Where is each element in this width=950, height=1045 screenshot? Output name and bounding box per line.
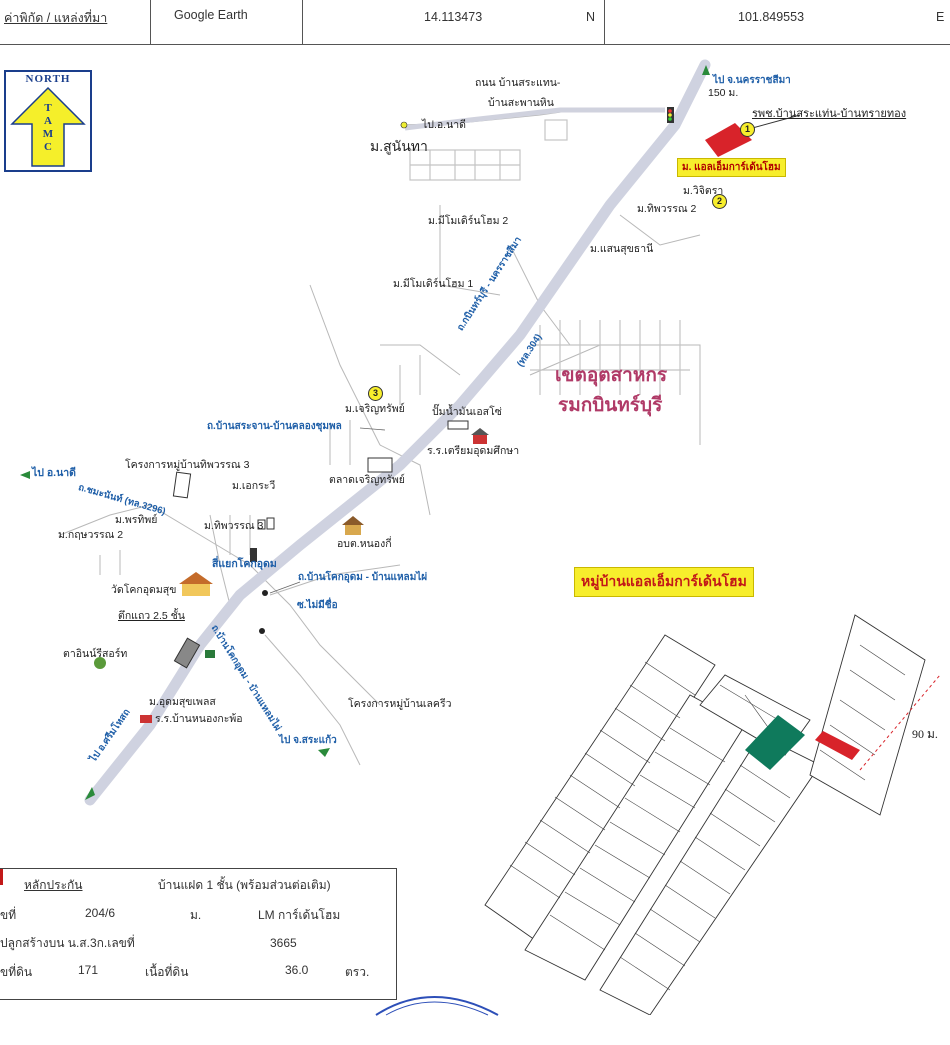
red-marker — [0, 869, 3, 885]
obt-icon — [342, 516, 364, 535]
latitude-value: 14.113473 — [424, 10, 483, 24]
coord-label-cell: ค่าพิกัด / แหล่งที่มา — [0, 0, 151, 44]
highway-304 — [84, 59, 711, 806]
label-hospital: รพช.บ้านสระแท่น-บ้านทรายทอง — [752, 108, 907, 120]
collateral-table: หลักประกัน บ้านแฝด 1 ชั้น (พร้อมส่วนต่อเ… — [0, 868, 397, 1000]
row3-label: ขที่ดิน — [0, 965, 33, 979]
label-village-thipwan2: ม.ทิพวรรณ 2 — [637, 203, 697, 215]
traffic-light-icon-2 — [250, 548, 257, 562]
label-road-kokudom: ถ.บ้านโคกอุดม - บ้านแหลมไผ่ — [298, 572, 428, 583]
label-village-sununtha: ม.สูนันทา — [370, 138, 428, 154]
label-village-charoensap: ม.เจริญทรัพย์ — [345, 403, 405, 415]
row3-value: 171 — [78, 963, 99, 977]
temple-icon — [179, 572, 213, 596]
row1-name: LM การ์เด้นโฮม — [258, 908, 341, 922]
source-value: Google Earth — [174, 8, 248, 22]
label-village-kunwan2: ม.กฤษวรรณ 2 — [58, 529, 124, 541]
coordinate-header: ค่าพิกัด / แหล่งที่มา Google Earth 14.11… — [0, 0, 950, 45]
label-village-modern1: ม.มีโมเดิร์นโฮม 1 — [393, 278, 474, 290]
label-to-na-di-left: ไป อ.นาดี — [32, 467, 76, 479]
project-label-box: ม. แอลเอ็มการ์เด้นโฮม — [677, 158, 786, 177]
row3-mid: เนื้อที่ดิน — [145, 965, 189, 979]
north-arrow-icon — [10, 86, 86, 167]
arrow-icon-southwest — [85, 787, 95, 800]
longitude-value: 101.849553 — [738, 10, 805, 24]
site-plan — [484, 614, 926, 1015]
north-letters: T A M C — [42, 102, 54, 153]
row1-label: ขที่ — [0, 908, 17, 922]
label-to-sakaeo: ไป จ.สระแก้ว — [279, 735, 337, 746]
site-plan-distance: 90 ม. — [912, 727, 938, 741]
marker-2: 2 — [712, 194, 727, 209]
label-village-ekkarawee: ม.เอกระวี — [232, 480, 276, 492]
longitude-dir: E — [936, 10, 945, 24]
resort-icon — [94, 657, 106, 669]
label-village-udomsuk: ม.อุดมสุขเพลส — [149, 696, 216, 708]
label-road-unnamed: ซ.ไม่มีชื่อ — [297, 600, 338, 611]
label-village-porntip: ม.พรทิพย์ — [115, 514, 158, 526]
label-to-nakhon-ratchasima: ไป จ.นครราชสีมา — [713, 75, 791, 86]
label-road-sakachan: ถ.บ้านสระจาน-บ้านคลองชุมพล — [207, 421, 342, 432]
label-junction: สี่แยกโคกอุดม — [212, 558, 277, 570]
label-village-modern2: ม.มีโมเดิร์นโฮม 2 — [428, 215, 509, 227]
arrow-icon-southeast — [318, 748, 330, 757]
marker-3: 3 — [368, 386, 383, 401]
industrial-zone-line-1: เขตอุตสาหกร — [555, 365, 668, 386]
label-school: ร.ร.เตรียมอุดมศึกษา — [427, 445, 520, 457]
plot-green — [745, 715, 805, 770]
label-road-north-1: ถนน บ้านสระแทน- — [475, 77, 561, 89]
longitude-cell: 101.849553 E — [604, 0, 950, 44]
collateral-title: หลักประกัน — [24, 878, 83, 892]
stamp-seal — [375, 996, 499, 1016]
collateral-desc: บ้านแฝด 1 ชั้น (พร้อมส่วนต่อเติม) — [158, 878, 331, 892]
row2-label: ปลูกสร้างบน น.ส.3ก.เลขที่ — [0, 936, 135, 950]
row3-area: 36.0 — [285, 963, 309, 977]
school-nongkapo-icon — [140, 715, 152, 723]
site-plan-title: หมู่บ้านแอลเอ็มการ์เด้นโฮม — [574, 567, 754, 597]
arrow-icon-west — [20, 471, 30, 479]
latitude-dir: N — [586, 10, 596, 24]
row1-mid: ม. — [190, 908, 202, 922]
row3-unit: ตรว. — [345, 965, 370, 979]
label-village-thipwan3: ม.ทิพวรรณ 3 — [204, 520, 264, 532]
label-obt-nongki: อบต.หนองกี่ — [337, 538, 392, 550]
school-icon — [471, 428, 489, 444]
label-distance-150: 150 ม. — [708, 87, 739, 99]
row1-value: 204/6 — [85, 906, 116, 920]
plot-red — [815, 731, 860, 760]
village-icon — [205, 650, 215, 658]
coord-label: ค่าพิกัด / แหล่งที่มา — [4, 11, 108, 25]
location-map: NORTH T A M C ไป จ.นครราชสีมา 150 ม. รพช… — [0, 45, 950, 1015]
distance-line — [859, 674, 941, 771]
arrow-icon-north — [702, 65, 710, 75]
industrial-zone-line-2: รมกบินทร์บุรี — [558, 395, 663, 416]
label-project-thipwan3: โครงการหมู่บ้านทิพวรรณ 3 — [125, 459, 250, 471]
map-drawing — [20, 59, 941, 1015]
marker-1: 1 — [740, 122, 755, 137]
label-to-na-di-top: ไป.อ.นาดี — [422, 119, 466, 131]
label-village-wijittra: ม.วิจิตรา — [683, 185, 724, 197]
label-village-saensuk: ม.แสนสุขธานี — [590, 243, 654, 255]
label-temple: วัดโคกอุดมสุข — [111, 584, 177, 596]
label-road-north-2: บ้านสะพานหิน — [488, 97, 554, 109]
label-school-nongkapo: ร.ร.บ้านหนองกะพ้อ — [155, 713, 243, 725]
latitude-cell: 14.113473 N — [302, 0, 605, 44]
label-gas-station: ปั๊มน้ำมันเอสโซ่ — [432, 406, 502, 418]
label-project-lacreve: โครงการหมู่บ้านเลครีว — [348, 698, 452, 710]
label-resort: ตาอินน์รีสอร์ท — [63, 648, 128, 660]
row2-value: 3665 — [270, 936, 297, 950]
label-market: ตลาดเจริญทรัพย์ — [329, 474, 405, 486]
site-plan-lots — [509, 644, 906, 991]
north-arrow: NORTH T A M C — [4, 70, 92, 172]
north-label: NORTH — [25, 73, 71, 85]
label-shophouse: ตึกแถว 2.5 ชั้น — [118, 610, 185, 622]
source-cell: Google Earth — [150, 0, 303, 44]
